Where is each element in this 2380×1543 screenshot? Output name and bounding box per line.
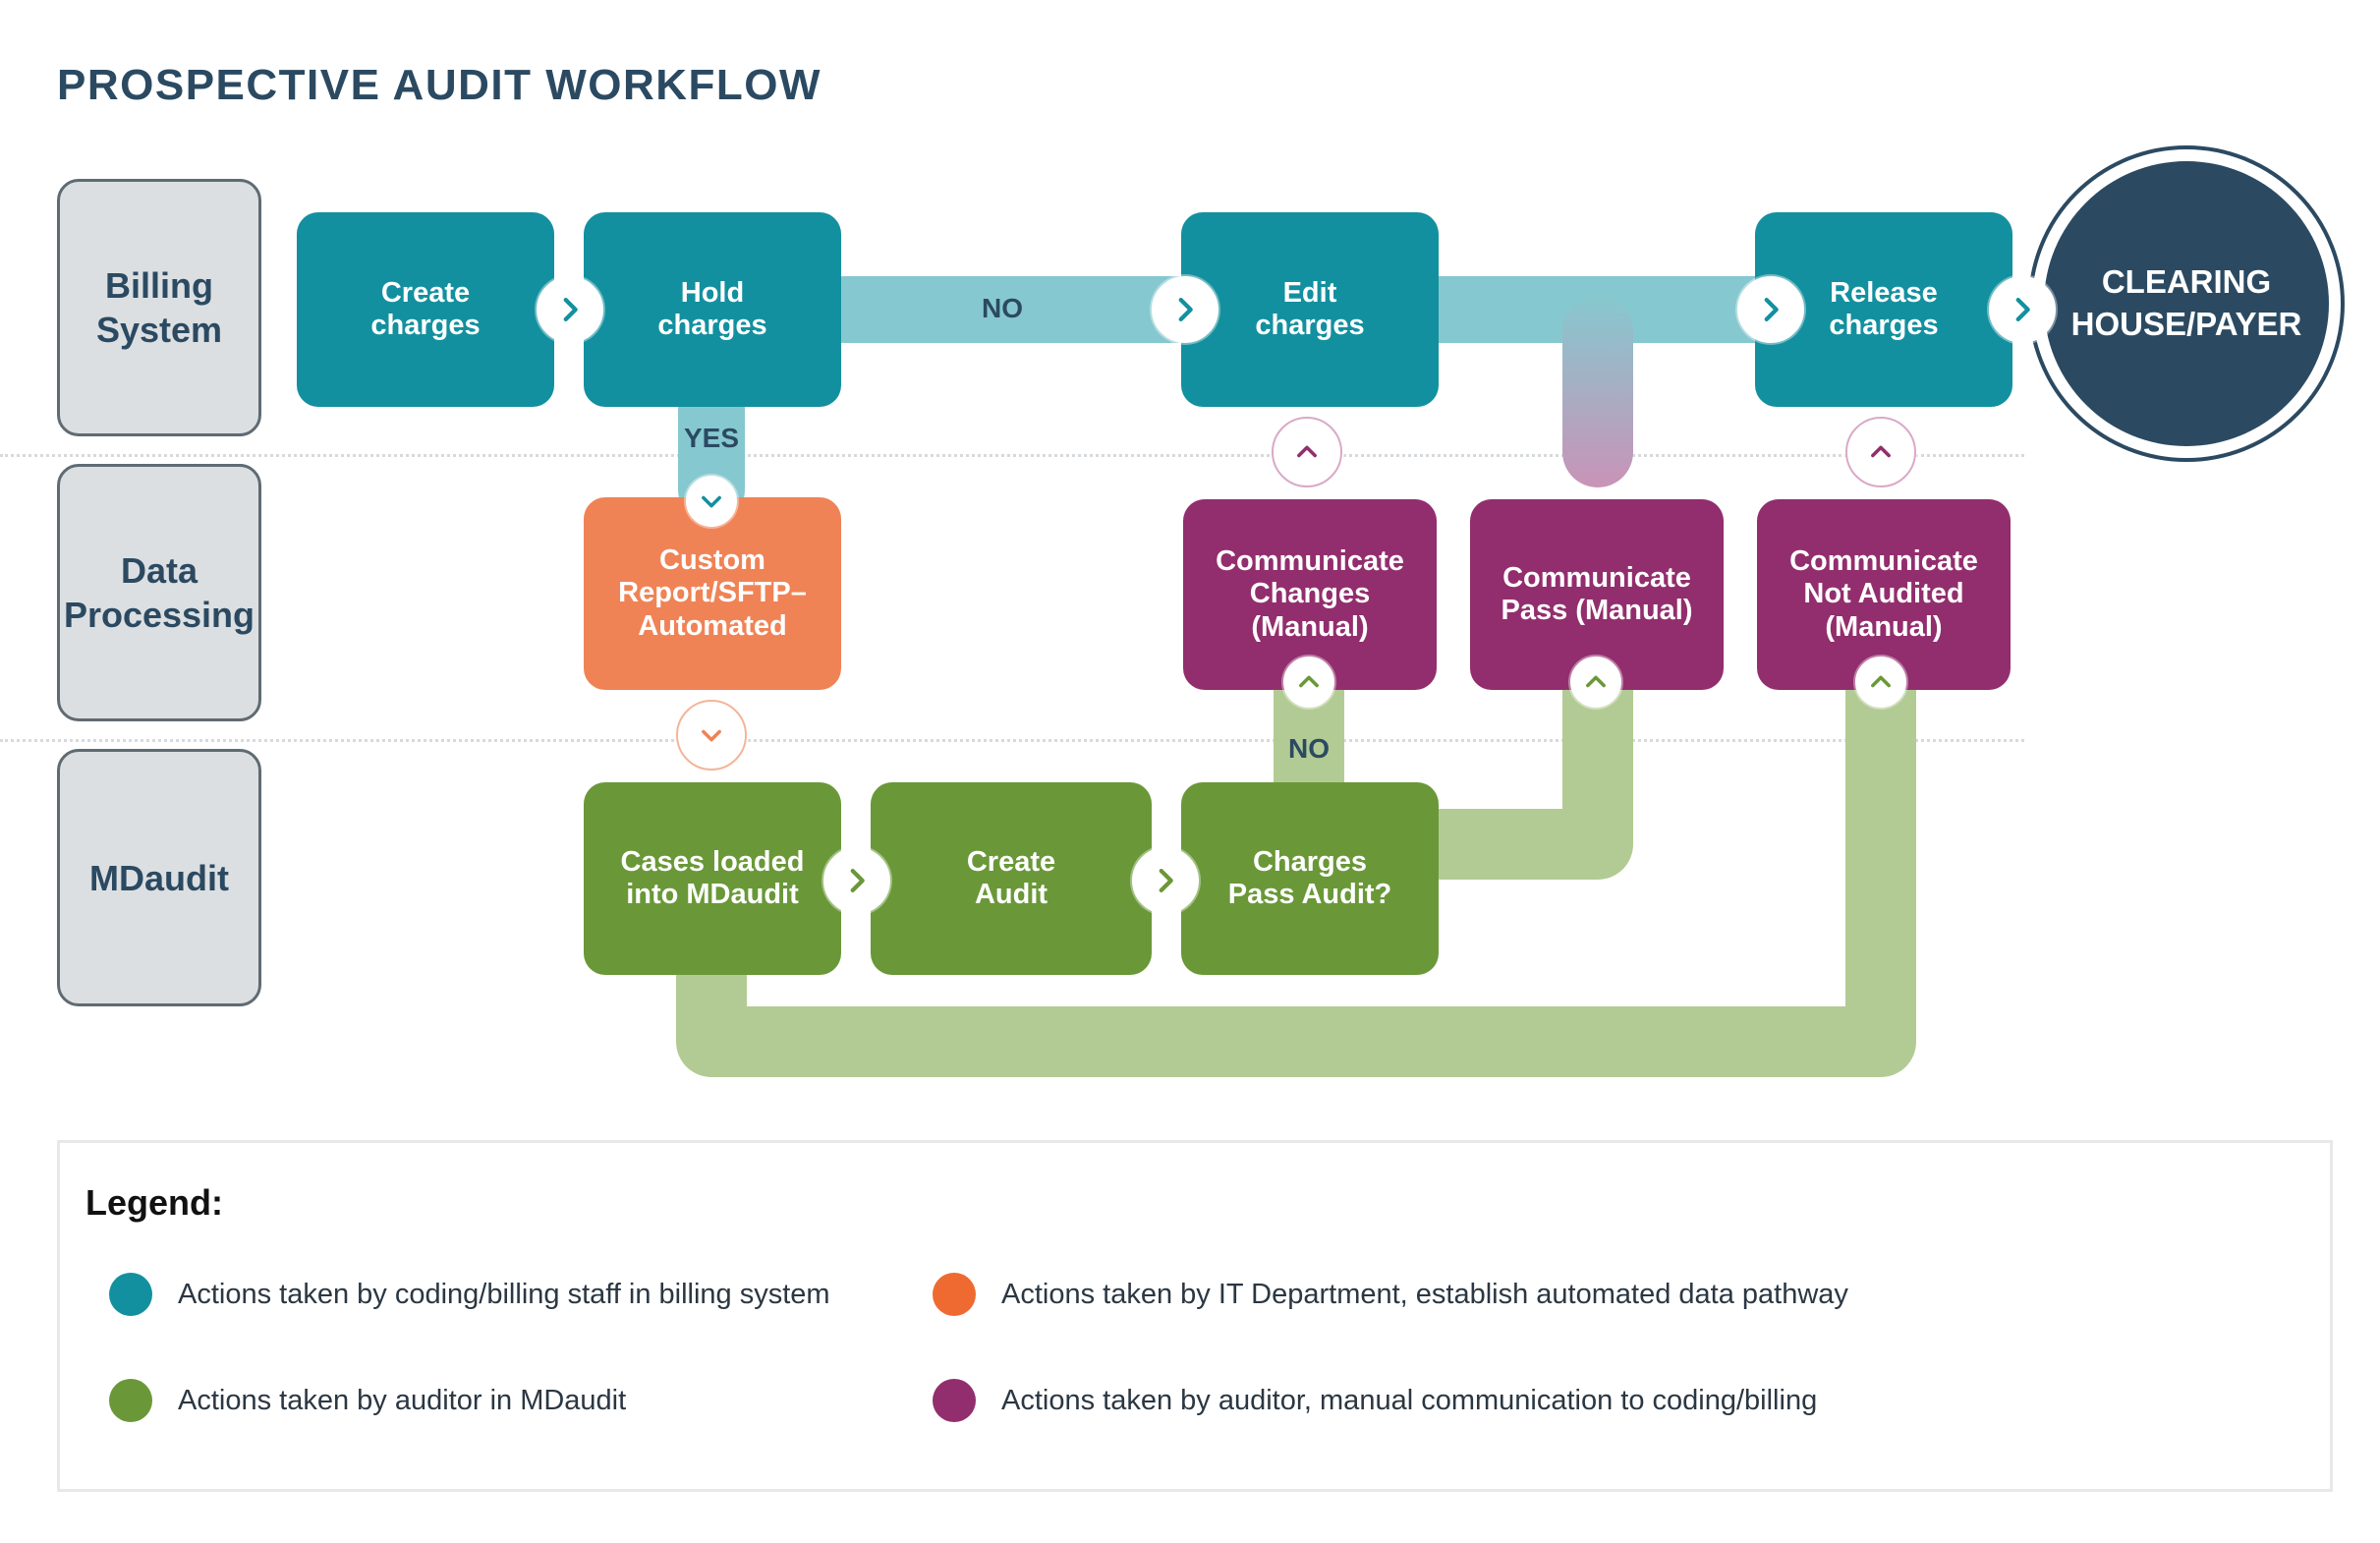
step-edit-charges[interactable]: Edit charges xyxy=(1181,212,1439,407)
chevron-right-icon xyxy=(1737,276,1804,343)
chevron-right-icon xyxy=(1989,276,2056,343)
chevron-up-icon xyxy=(1570,657,1621,708)
legend-item-label: Actions taken by IT Department, establis… xyxy=(1001,1278,1848,1310)
connector-label-no: NO xyxy=(1288,733,1330,764)
step-cases-loaded[interactable]: Cases loaded into MDaudit xyxy=(584,782,841,975)
chevron-down-icon xyxy=(676,700,747,771)
step-charges-pass-audit[interactable]: Charges Pass Audit? xyxy=(1181,782,1439,975)
chevron-up-icon xyxy=(1845,417,1916,487)
legend-swatch xyxy=(109,1379,152,1422)
legend-item-label: Actions taken by auditor in MDaudit xyxy=(178,1384,627,1416)
lane-billing-system: Billing System xyxy=(57,179,261,436)
lane-divider xyxy=(0,454,2024,457)
chevron-up-icon xyxy=(1855,657,1906,708)
legend: Legend: Actions taken by coding/billing … xyxy=(57,1140,2333,1492)
step-hold-charges[interactable]: Hold charges xyxy=(584,212,841,407)
legend-swatch xyxy=(933,1379,976,1422)
connector-label-yes: YES xyxy=(683,423,740,453)
legend-swatch xyxy=(109,1273,152,1316)
legend-item-label: Actions taken by coding/billing staff in… xyxy=(178,1278,830,1310)
connector-label-no: NO xyxy=(982,293,1023,323)
step-release-charges[interactable]: Release charges xyxy=(1755,212,2012,407)
legend-item-label: Actions taken by auditor, manual communi… xyxy=(1001,1384,1818,1416)
endpoint-clearing-house: CLEARING HOUSE/PAYER xyxy=(2044,161,2329,446)
lane-data-processing: Data Processing xyxy=(57,464,261,721)
connector-no-hold-edit xyxy=(812,276,1209,343)
chevron-right-icon xyxy=(823,847,890,914)
legend-item: Actions taken by IT Department, establis… xyxy=(933,1273,1848,1316)
lane-mdaudit: MDaudit xyxy=(57,749,261,1006)
legend-title: Legend: xyxy=(85,1182,223,1223)
connector-not-audited xyxy=(676,643,1916,1077)
step-custom-report[interactable]: Custom Report/SFTP– Automated xyxy=(584,497,841,690)
step-create-audit[interactable]: Create Audit xyxy=(871,782,1152,975)
connector-pass-up xyxy=(1562,295,1633,487)
legend-item: Actions taken by auditor in MDaudit xyxy=(109,1379,626,1422)
chevron-up-icon xyxy=(1272,417,1342,487)
chevron-up-icon xyxy=(1283,657,1334,708)
chevron-right-icon xyxy=(1132,847,1199,914)
legend-swatch xyxy=(933,1273,976,1316)
page-title: PROSPECTIVE AUDIT WORKFLOW xyxy=(57,61,822,109)
chevron-right-icon xyxy=(537,276,603,343)
lane-divider xyxy=(0,739,2024,742)
connector-pass xyxy=(1405,643,1633,880)
legend-item: Actions taken by coding/billing staff in… xyxy=(109,1273,830,1316)
chevron-down-icon xyxy=(686,476,737,527)
chevron-right-icon xyxy=(1152,276,1218,343)
legend-item: Actions taken by auditor, manual communi… xyxy=(933,1379,1817,1422)
step-create-charges[interactable]: Create charges xyxy=(297,212,554,407)
